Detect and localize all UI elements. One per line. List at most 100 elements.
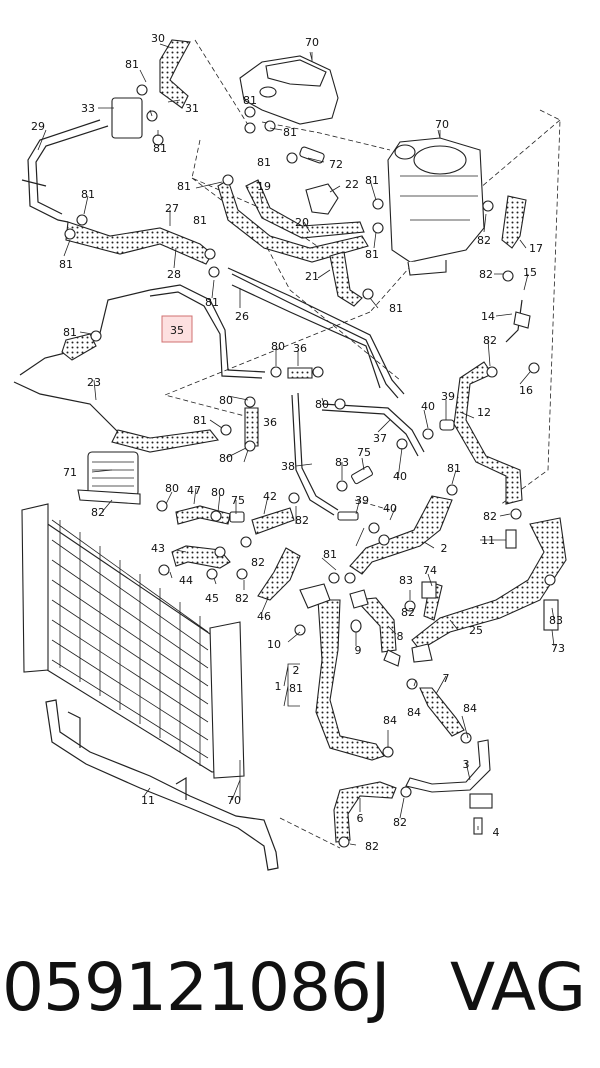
mounting-frame — [45, 699, 279, 871]
part-number-text: 059121086J — [2, 949, 390, 1026]
callout: 81 — [365, 174, 379, 187]
callout: 23 — [87, 376, 101, 389]
callout: 70 — [305, 36, 319, 49]
callout: 38 — [281, 460, 295, 473]
callout: 14 — [481, 310, 495, 323]
callout: 40 — [383, 502, 397, 515]
callout: 82 — [91, 506, 105, 519]
callout: 80 — [219, 452, 233, 465]
callout: 81 — [257, 156, 271, 169]
cooling-system-exploded-diagram: 35 30 70 81 81 33 31 81 29 81 72 70 81 1… — [13, 32, 567, 871]
callout: 81 — [447, 462, 461, 475]
callout: 81 — [365, 248, 379, 261]
callout: 80 — [211, 486, 225, 499]
highlight-label: 35 — [170, 324, 184, 337]
callout: 17 — [529, 242, 543, 255]
callout: 82 — [483, 510, 497, 523]
callout: 80 — [219, 394, 233, 407]
callout: 11 — [141, 794, 155, 807]
callout: 80 — [271, 340, 285, 353]
callout: 81 — [63, 326, 77, 339]
callout: 43 — [151, 542, 165, 555]
callout: 82 — [365, 840, 379, 853]
callout: 31 — [185, 102, 199, 115]
callout: 82 — [295, 514, 309, 527]
callout: 27 — [165, 202, 179, 215]
callout: 28 — [167, 268, 181, 281]
leader-lines — [37, 43, 555, 846]
callout: 82 — [235, 592, 249, 605]
callout: 75 — [231, 494, 245, 507]
callout: 7 — [443, 672, 450, 685]
callout: 81 — [153, 142, 167, 155]
callout: 81 — [193, 414, 207, 427]
callout: 81 — [283, 126, 297, 139]
callout: 29 — [31, 120, 45, 133]
callout: 36 — [263, 416, 277, 429]
expansion-tank-small — [239, 52, 339, 125]
highlight-box — [161, 315, 193, 343]
callout: 39 — [355, 494, 369, 507]
callout: 11 — [481, 534, 495, 547]
callout: 82 — [251, 556, 265, 569]
highlighted-part-callout[interactable]: 35 — [161, 315, 193, 343]
callout: 82 — [393, 816, 407, 829]
callout: 84 — [407, 706, 421, 719]
callout: 81 — [59, 258, 73, 271]
callout-labels: 30 70 81 81 33 31 81 29 81 72 70 81 19 2… — [31, 32, 565, 853]
callout: 83 — [335, 456, 349, 469]
callout: 33 — [81, 102, 95, 115]
callout: 20 — [295, 216, 309, 229]
part-caption: 059121086J VAG — [0, 938, 600, 1038]
callout: 4 — [493, 826, 500, 839]
callout: 81 — [125, 58, 139, 71]
callout: 73 — [551, 642, 565, 655]
callout: 36 — [293, 342, 307, 355]
callout: 15 — [523, 266, 537, 279]
callout: 82 — [479, 268, 493, 281]
callout: 42 — [263, 490, 277, 503]
brand-text: VAG — [449, 949, 586, 1026]
callout: 83 — [399, 574, 413, 587]
callout: 81 — [323, 548, 337, 561]
callout: 26 — [235, 310, 249, 323]
callout: 74 — [423, 564, 437, 577]
callout: 82 — [483, 334, 497, 347]
callout: 2 — [293, 664, 300, 677]
callout: 25 — [469, 624, 483, 637]
callout: 3 — [463, 758, 470, 771]
callout: 39 — [441, 390, 455, 403]
fittings-and-clamps — [64, 84, 559, 848]
callout: 81 — [177, 180, 191, 193]
callout: 8 — [397, 630, 404, 643]
callout: 80 — [165, 482, 179, 495]
callout: 9 — [355, 644, 362, 657]
callout: 82 — [401, 606, 415, 619]
hoses-dotted — [61, 39, 567, 843]
callout: 81 — [193, 214, 207, 227]
callout: 40 — [421, 400, 435, 413]
callout: 12 — [477, 406, 491, 419]
callout: 22 — [345, 178, 359, 191]
callout: 75 — [357, 446, 371, 459]
callout: 83 — [549, 614, 563, 627]
radiator — [21, 503, 245, 800]
callout: 16 — [519, 384, 533, 397]
callout: 21 — [305, 270, 319, 283]
callout: 81 — [289, 682, 303, 695]
callout: 81 — [389, 302, 403, 315]
callout: 37 — [373, 432, 387, 445]
callout: 84 — [383, 714, 397, 727]
pipes-upper — [13, 119, 523, 516]
expansion-tank-large — [387, 130, 485, 276]
callout: 81 — [243, 94, 257, 107]
callout: 72 — [329, 158, 343, 171]
callout: 71 — [63, 466, 77, 479]
callout: 80 — [315, 398, 329, 411]
callout: 70 — [227, 794, 241, 807]
callout: 81 — [205, 296, 219, 309]
callout: 19 — [257, 180, 271, 193]
callout: 45 — [205, 592, 219, 605]
callout: 30 — [151, 32, 165, 45]
callout: 70 — [435, 118, 449, 131]
